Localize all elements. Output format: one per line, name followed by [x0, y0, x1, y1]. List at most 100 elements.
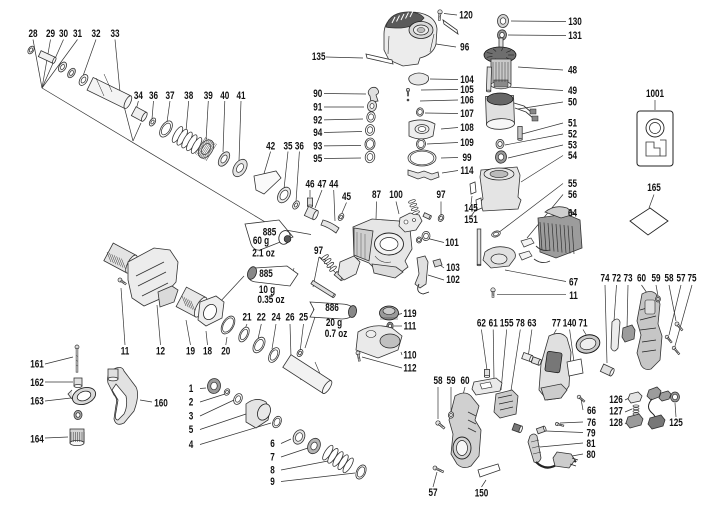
svg-text:1: 1 — [189, 383, 194, 395]
svg-text:33: 33 — [110, 28, 119, 40]
svg-text:67: 67 — [569, 276, 578, 288]
svg-text:53: 53 — [568, 140, 577, 152]
svg-text:164: 164 — [30, 434, 44, 446]
svg-text:126: 126 — [609, 394, 623, 406]
svg-text:103: 103 — [446, 262, 460, 274]
svg-text:80: 80 — [586, 449, 595, 461]
svg-text:92: 92 — [313, 114, 322, 126]
svg-text:28: 28 — [28, 28, 37, 40]
svg-text:160: 160 — [154, 398, 168, 410]
svg-text:155: 155 — [500, 318, 514, 330]
svg-text:21: 21 — [242, 312, 251, 324]
svg-text:59: 59 — [651, 273, 660, 285]
svg-text:50: 50 — [568, 97, 577, 109]
svg-text:54: 54 — [568, 150, 578, 162]
svg-text:77: 77 — [552, 318, 561, 330]
svg-text:19: 19 — [186, 346, 195, 358]
svg-text:73: 73 — [623, 273, 632, 285]
svg-text:110: 110 — [403, 350, 416, 362]
svg-text:109: 109 — [460, 137, 474, 149]
svg-text:59: 59 — [446, 375, 455, 387]
svg-text:57: 57 — [428, 487, 437, 499]
svg-text:35: 35 — [283, 141, 292, 153]
svg-text:150: 150 — [475, 488, 489, 500]
svg-text:12: 12 — [156, 346, 165, 358]
svg-text:72: 72 — [612, 273, 621, 285]
svg-text:48: 48 — [568, 65, 577, 77]
svg-text:161: 161 — [30, 359, 44, 371]
svg-text:165: 165 — [647, 182, 661, 194]
svg-text:0.7 oz: 0.7 oz — [325, 328, 348, 340]
svg-text:9: 9 — [270, 476, 275, 488]
svg-text:885: 885 — [259, 268, 273, 280]
svg-text:18: 18 — [203, 346, 212, 358]
svg-text:108: 108 — [460, 122, 474, 134]
svg-text:74: 74 — [600, 273, 610, 285]
svg-text:99: 99 — [462, 152, 471, 164]
svg-text:22: 22 — [257, 312, 266, 324]
svg-text:100: 100 — [389, 189, 403, 201]
svg-text:107: 107 — [460, 108, 474, 120]
svg-text:58: 58 — [664, 273, 673, 285]
svg-text:24: 24 — [271, 312, 281, 324]
svg-text:151: 151 — [464, 214, 478, 226]
svg-text:112: 112 — [403, 363, 416, 375]
svg-text:4: 4 — [189, 439, 194, 451]
svg-text:145: 145 — [464, 203, 478, 215]
svg-text:20 g: 20 g — [326, 317, 342, 329]
svg-text:1001: 1001 — [646, 88, 664, 100]
svg-text:46: 46 — [305, 179, 314, 191]
svg-text:162: 162 — [30, 377, 44, 389]
svg-text:140: 140 — [563, 318, 577, 330]
svg-text:25: 25 — [299, 312, 308, 324]
svg-text:6: 6 — [270, 438, 275, 450]
svg-text:7: 7 — [270, 452, 275, 464]
svg-text:8: 8 — [270, 465, 275, 477]
svg-text:5: 5 — [189, 424, 194, 436]
svg-text:95: 95 — [313, 153, 322, 165]
svg-text:55: 55 — [568, 178, 577, 190]
svg-text:36: 36 — [295, 141, 304, 153]
svg-text:32: 32 — [91, 28, 100, 40]
svg-text:60: 60 — [460, 375, 469, 387]
svg-text:44: 44 — [329, 179, 339, 191]
svg-text:51: 51 — [568, 118, 577, 130]
svg-text:2: 2 — [189, 397, 194, 409]
svg-text:94: 94 — [313, 127, 323, 139]
svg-text:81: 81 — [586, 438, 595, 450]
svg-text:66: 66 — [587, 405, 596, 417]
svg-text:52: 52 — [568, 129, 577, 141]
svg-text:114: 114 — [460, 165, 474, 177]
svg-text:39: 39 — [204, 90, 213, 102]
svg-text:26: 26 — [285, 312, 294, 324]
svg-text:90: 90 — [313, 88, 322, 100]
svg-text:125: 125 — [669, 417, 683, 429]
svg-text:128: 128 — [609, 417, 623, 429]
svg-text:60: 60 — [637, 273, 646, 285]
svg-text:76: 76 — [587, 417, 596, 429]
svg-text:79: 79 — [586, 428, 595, 440]
svg-text:45: 45 — [342, 191, 351, 203]
svg-text:3: 3 — [189, 411, 194, 423]
svg-text:34: 34 — [134, 90, 144, 102]
svg-text:104: 104 — [460, 74, 474, 86]
svg-text:0.35 oz: 0.35 oz — [257, 294, 284, 306]
svg-text:20: 20 — [221, 346, 230, 358]
svg-text:10 g: 10 g — [259, 284, 275, 296]
svg-text:119: 119 — [403, 308, 416, 320]
svg-text:91: 91 — [313, 102, 322, 114]
svg-text:87: 87 — [372, 189, 381, 201]
svg-text:57: 57 — [676, 273, 685, 285]
svg-text:93: 93 — [313, 140, 322, 152]
svg-text:106: 106 — [460, 95, 474, 107]
svg-text:163: 163 — [30, 396, 44, 408]
svg-text:29: 29 — [46, 28, 55, 40]
svg-text:97: 97 — [436, 189, 445, 201]
svg-text:38: 38 — [184, 90, 193, 102]
svg-text:49: 49 — [568, 85, 577, 97]
svg-text:41: 41 — [236, 90, 245, 102]
svg-text:63: 63 — [527, 318, 536, 330]
svg-text:101: 101 — [445, 237, 459, 249]
svg-text:71: 71 — [578, 318, 587, 330]
svg-text:135: 135 — [312, 51, 326, 63]
